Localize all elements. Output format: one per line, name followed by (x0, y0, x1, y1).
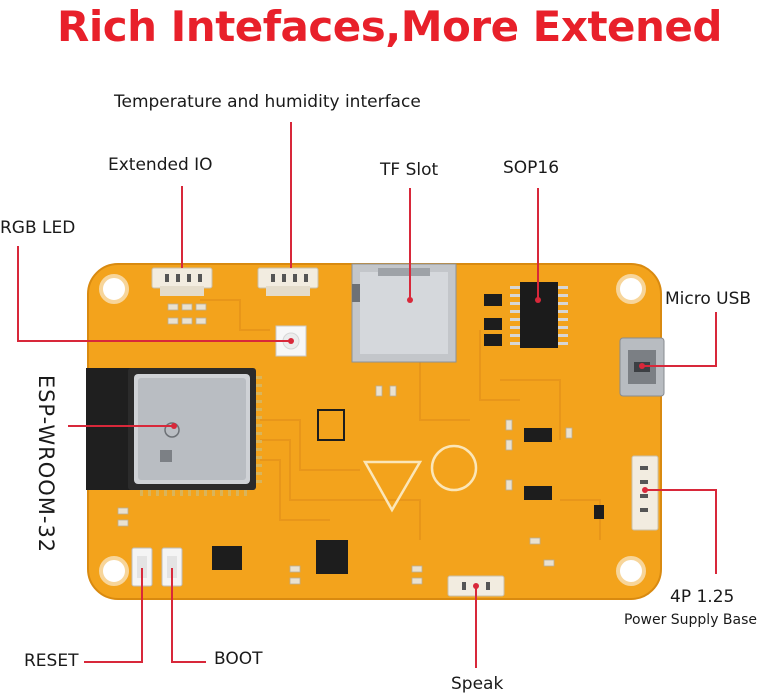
label-temp-humidity: Temperature and humidity interface (114, 92, 421, 112)
pointer-lines (17, 122, 717, 668)
page-title: Rich Intefaces,More Extened (57, 2, 722, 51)
label-power-supply-base: Power Supply Base (624, 612, 758, 628)
mounting-holes (99, 274, 646, 586)
label-extended-io: Extended IO (108, 155, 213, 175)
label-boot: BOOT (214, 649, 263, 669)
silkscreen-logo (362, 444, 478, 513)
pointer-rgb-led (17, 246, 291, 342)
extended-io-connector (151, 267, 213, 296)
label-tf-slot: TF Slot (380, 160, 439, 180)
pointer-micro-usb (642, 312, 717, 367)
label-reset: RESET (24, 651, 79, 671)
label-speak: Speak (451, 674, 504, 694)
pointer-power-connector (645, 489, 717, 574)
esp-module (86, 368, 262, 496)
label-sop16: SOP16 (503, 158, 560, 178)
pointer-reset (84, 568, 143, 663)
label-esp-module: ESP-WROOM-32 (34, 374, 58, 554)
pointer-boot (171, 568, 206, 663)
tf-slot (351, 263, 457, 363)
label-micro-usb: Micro USB (665, 289, 752, 309)
label-power-connector: 4P 1.25 (670, 587, 735, 607)
rgb-led (275, 325, 307, 357)
label-rgb-led: RGB LED (0, 218, 76, 238)
temp-humidity-connector (257, 267, 319, 296)
